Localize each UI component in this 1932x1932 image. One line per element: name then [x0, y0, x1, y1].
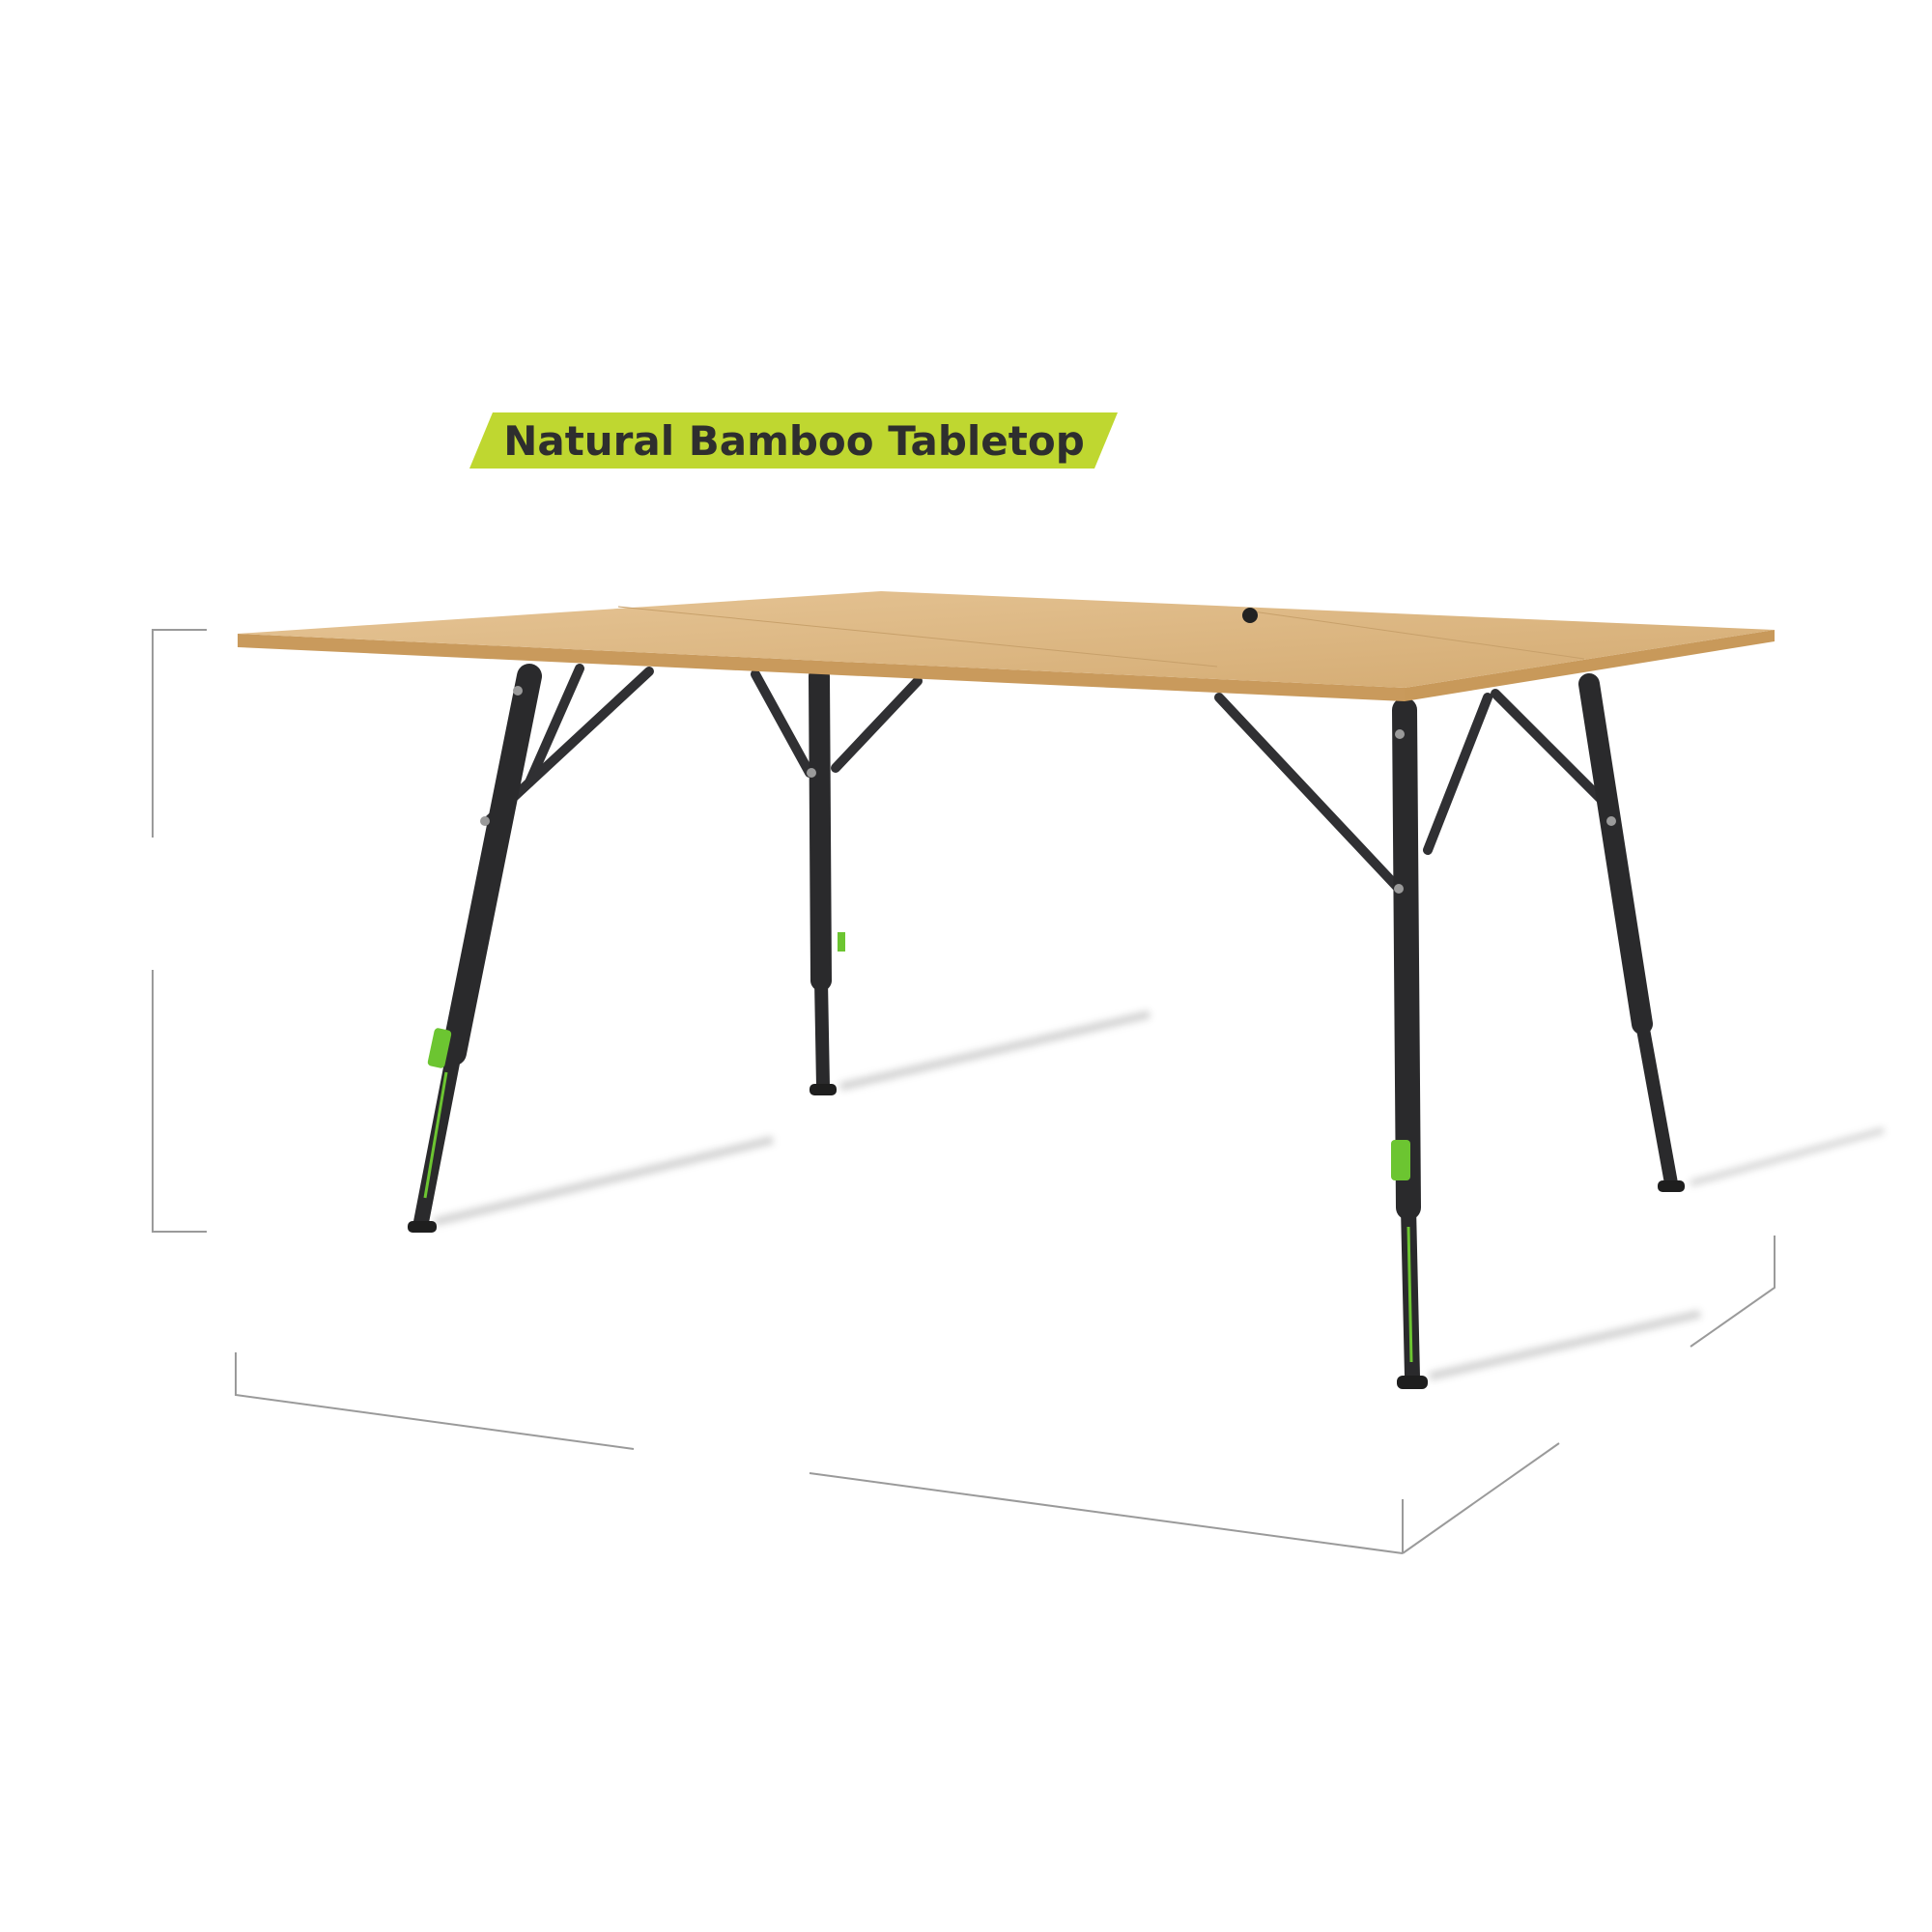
leg-back-left [809, 666, 845, 1095]
bamboo-tabletop [238, 591, 1775, 701]
length-dimension-left [235, 1352, 635, 1450]
height-dimension-bottom [152, 970, 207, 1233]
leg-front-right [1391, 697, 1428, 1389]
length-dimension-right [809, 1472, 1404, 1554]
height-lock-lever [427, 1028, 452, 1068]
feature-banner: Natural Bamboo Tabletop [469, 412, 1118, 469]
banner-background [469, 412, 1118, 469]
table-legs [408, 664, 1685, 1389]
leg-front-left [408, 664, 542, 1233]
height-lock-lever [1391, 1140, 1410, 1180]
width-dimension-front [1402, 1442, 1560, 1554]
bolts [480, 686, 1616, 894]
leg-braces [483, 664, 1608, 894]
dimension-lines [152, 629, 1776, 1554]
width-dimension-back [1690, 1236, 1776, 1348]
tabletop-marker-dot [1242, 608, 1258, 623]
banner-label: Natural Bamboo Tabletop [503, 417, 1085, 465]
leg-right [1578, 673, 1685, 1192]
height-dimension-top [152, 629, 207, 838]
floor-shadows [434, 1010, 1885, 1380]
